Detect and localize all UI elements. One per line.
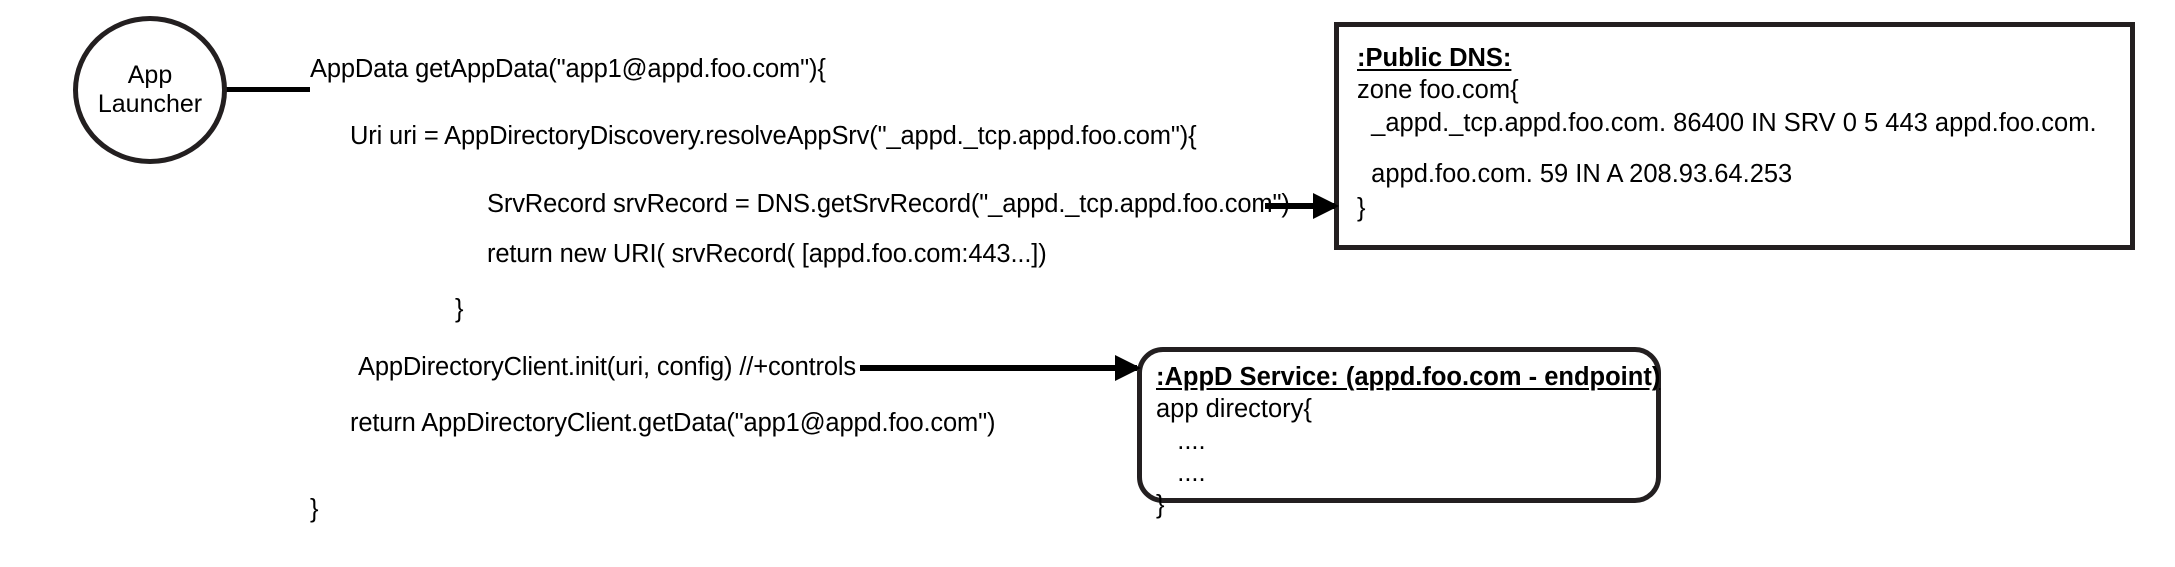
public-dns-line-5: } [1357,193,1366,222]
appd-service-line-4: } [1156,491,1165,520]
code-line-6: AppDirectoryClient.init(uri, config) //+… [358,353,857,381]
arrow-to-appd-service [860,365,1137,371]
code-line-3: SrvRecord srvRecord = DNS.getSrvRecord("… [487,190,1290,218]
code-line-5: } [455,295,464,323]
appd-service-title-row: :AppD Service: (appd.foo.com - endpoint) [1156,362,1660,393]
appd-service-line-2: .... [1156,427,1206,456]
public-dns-box-content: :Public DNS: zone foo.com{ _appd._tcp.ap… [1339,27,2130,235]
appd-service-line-3: .... [1156,459,1206,488]
public-dns-line-4: appd.foo.com. 59 IN A 208.93.64.253 [1357,160,1793,189]
public-dns-title-row: :Public DNS: [1357,43,2112,74]
appd-service-box-content: :AppD Service: (appd.foo.com - endpoint)… [1142,352,1660,530]
public-dns-line-1: zone foo.com{ [1357,76,1519,105]
arrow-to-public-dns [1265,203,1335,209]
actor-label-line-1: App [127,60,173,89]
public-dns-title: :Public DNS: [1357,44,1512,72]
public-dns-box: :Public DNS: zone foo.com{ _appd._tcp.ap… [1334,22,2135,250]
code-line-2: Uri uri = AppDirectoryDiscovery.resolveA… [350,122,1197,150]
public-dns-line-3 [1357,140,2112,158]
actor-app-launcher: App Launcher [73,16,227,164]
code-line-8: } [310,495,319,523]
code-line-4: return new URI( srvRecord( [appd.foo.com… [487,240,1047,268]
appd-service-box: :AppD Service: (appd.foo.com - endpoint)… [1137,347,1661,519]
appd-service-title: :AppD Service: (appd.foo.com - endpoint) [1156,363,1661,391]
actor-connector-line [224,87,310,92]
code-line-1: AppData getAppData("app1@appd.foo.com"){ [310,55,826,83]
code-line-7: return AppDirectoryClient.getData("app1@… [350,409,996,437]
appd-service-line-1: app directory{ [1156,395,1312,424]
actor-label-line-2: Launcher [97,90,203,118]
public-dns-line-2: _appd._tcp.appd.foo.com. 86400 IN SRV 0 … [1357,109,2097,138]
